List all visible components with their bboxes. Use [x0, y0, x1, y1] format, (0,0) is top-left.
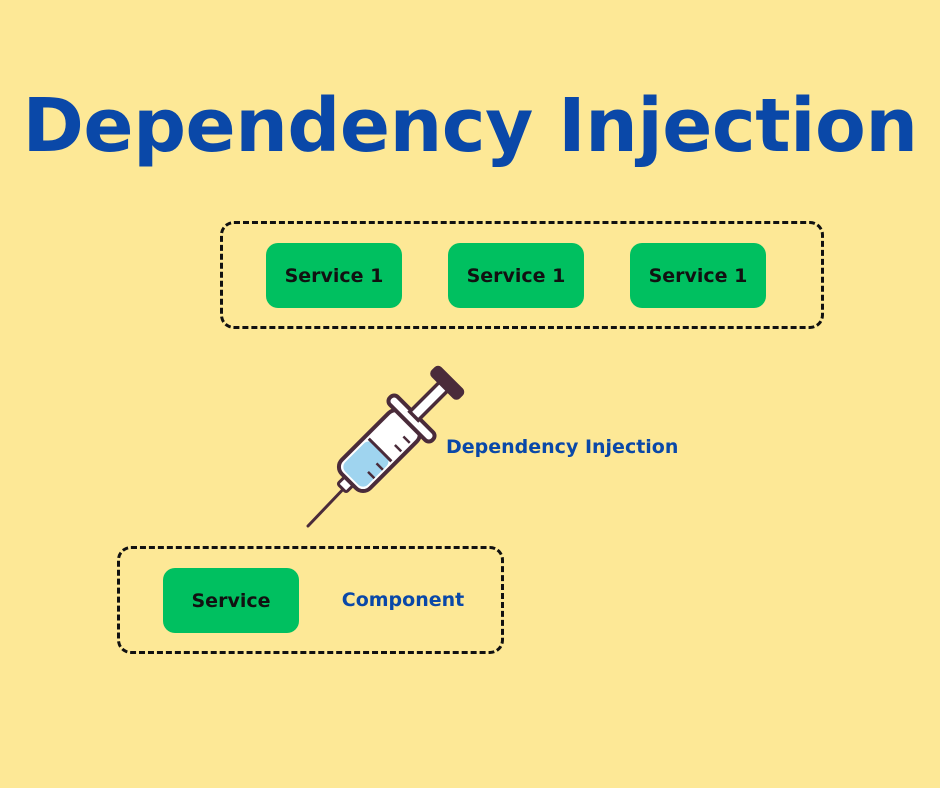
injection-label: Dependency Injection: [446, 436, 679, 458]
service-container-group: [220, 221, 824, 329]
service-box-2: Service 1: [448, 243, 584, 308]
service-box-1: Service 1: [266, 243, 402, 308]
component-label: Component: [341, 589, 465, 611]
syringe-tick: [367, 470, 376, 480]
syringe-plunger-rod: [407, 379, 451, 423]
component-container-group: [117, 546, 504, 654]
injected-service-box: Service: [163, 568, 299, 633]
syringe-tick: [375, 462, 384, 471]
syringe-icon: [306, 365, 465, 528]
syringe-liquid: [343, 441, 389, 487]
syringe-tick: [402, 435, 411, 444]
diagram-title: Dependency Injection: [22, 83, 918, 169]
syringe-plunger-cap: [430, 365, 465, 400]
syringe-tick: [394, 444, 403, 453]
service-box-3: Service 1: [630, 243, 766, 308]
syringe-plunger-line: [367, 437, 393, 463]
